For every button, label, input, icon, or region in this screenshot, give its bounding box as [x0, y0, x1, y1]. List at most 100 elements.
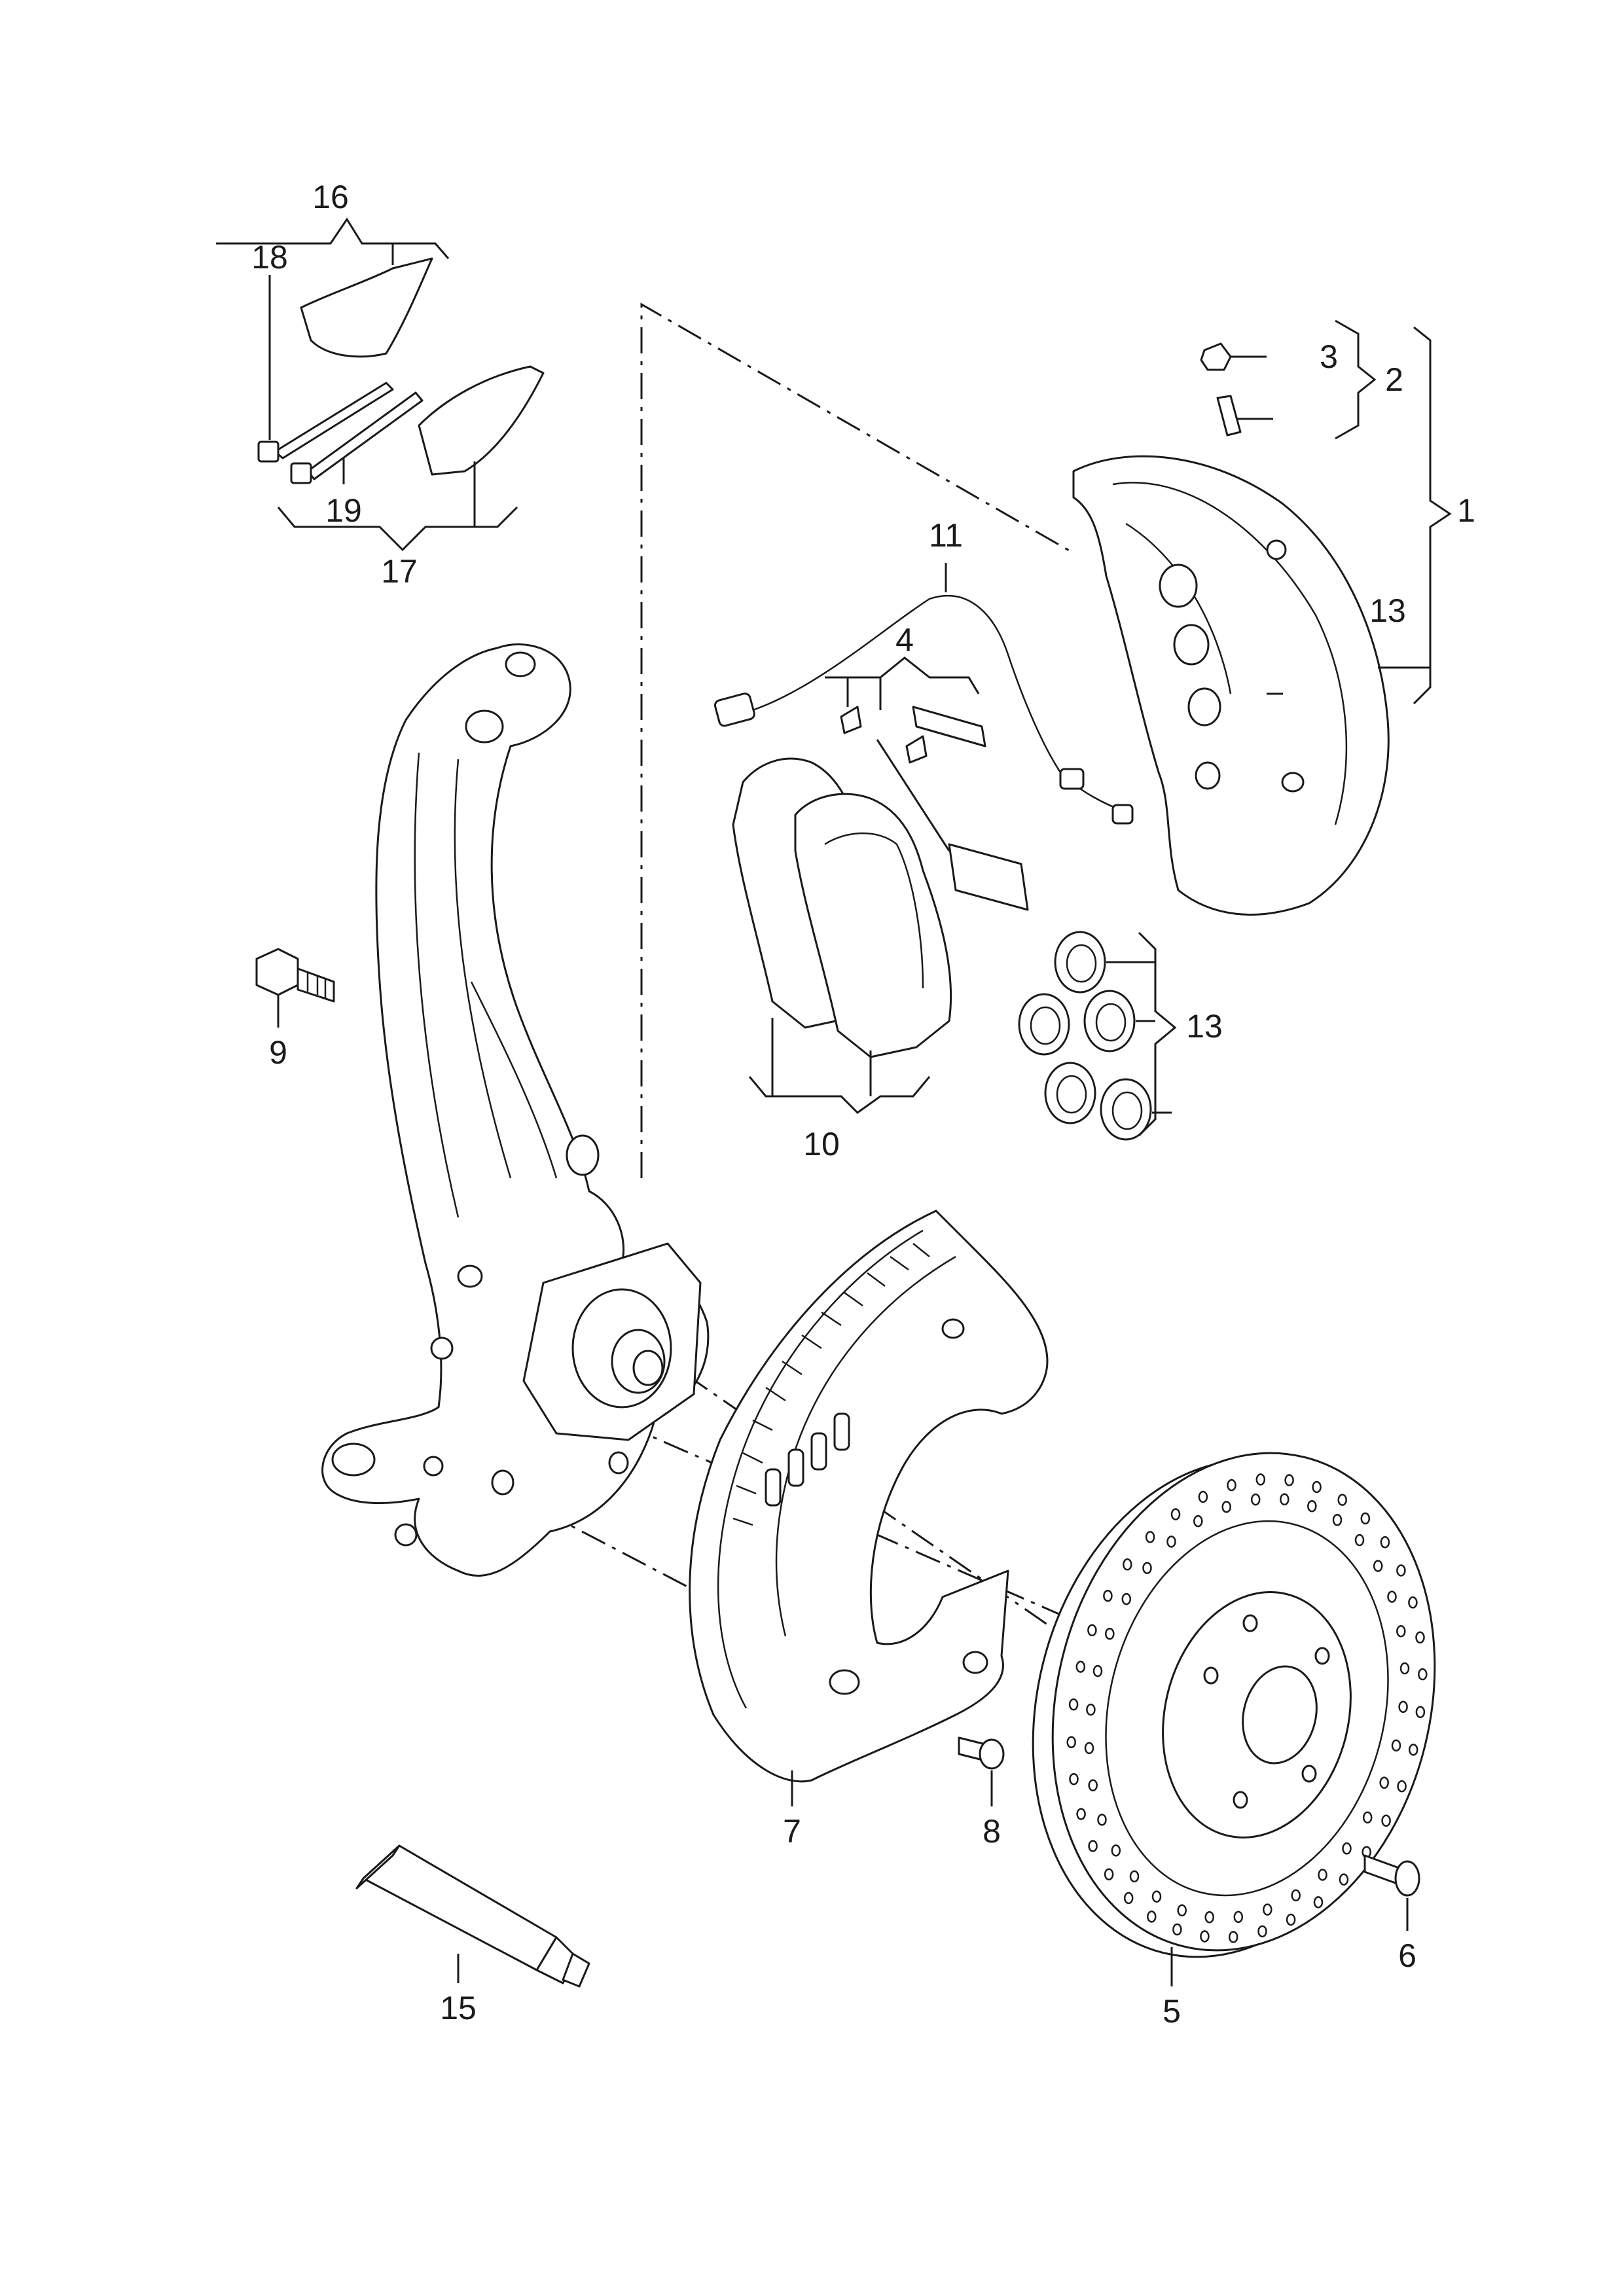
disc-drill-hole: [1145, 1531, 1155, 1543]
disc-cross-drill-holes: [1066, 1473, 1428, 1943]
disc-drill-hole: [1408, 1596, 1418, 1609]
callout-11: 11: [929, 517, 963, 554]
disc-drill-hole: [1068, 1698, 1079, 1711]
callout-4: 4: [895, 622, 914, 658]
disc-drill-hole: [1379, 1776, 1389, 1789]
disc-drill-hole: [1200, 1930, 1210, 1943]
callout-1: 1: [1457, 492, 1475, 529]
callout-labels: 16 18 19 17 3 2 1 13 11 4 13 10 9 7 8 6 …: [251, 179, 1475, 2030]
disc-drill-hole: [1172, 1923, 1182, 1936]
callout-8: 8: [983, 1813, 1001, 1850]
disc-drill-hole: [1354, 1534, 1365, 1547]
disc-drill-hole: [1332, 1514, 1343, 1526]
pad-clips: [840, 706, 1029, 911]
disc-bolt: [1363, 1854, 1420, 1897]
disc-drill-hole: [1396, 1625, 1406, 1638]
brake-disc: [1032, 1452, 1436, 1958]
disc-drill-hole: [1360, 1512, 1371, 1525]
disc-drill-hole: [1088, 1840, 1098, 1852]
disc-drill-hole: [1075, 1660, 1086, 1673]
disc-drill-hole: [1313, 1896, 1324, 1909]
callout-9: 9: [269, 1034, 287, 1071]
disc-drill-hole: [1066, 1736, 1076, 1749]
disc-drill-hole: [1280, 1493, 1290, 1506]
callout-2: 2: [1385, 361, 1403, 398]
disc-drill-hole: [1397, 1780, 1407, 1793]
callout-15: 15: [440, 1990, 477, 2026]
callout-10: 10: [803, 1126, 840, 1162]
callout-13-seals: 13: [1186, 1008, 1223, 1045]
disc-drill-hole: [1373, 1560, 1383, 1572]
disc-drill-hole: [1097, 1814, 1107, 1826]
disc-drill-hole: [1193, 1515, 1203, 1528]
disc-drill-hole: [1086, 1703, 1096, 1716]
disc-drill-hole: [1391, 1739, 1401, 1752]
disc-drill-hole: [1399, 1662, 1410, 1675]
callout-3: 3: [1320, 338, 1338, 375]
disc-drill-hole: [1339, 1873, 1349, 1886]
disc-drill-hole: [1204, 1910, 1214, 1924]
disc-drill-hole: [1105, 1627, 1115, 1640]
callout-13-caliper: 13: [1369, 592, 1406, 629]
disc-drill-hole: [1381, 1814, 1391, 1827]
disc-drill-hole: [1337, 1494, 1347, 1506]
callout-6: 6: [1398, 1937, 1416, 1974]
callout-16: 16: [312, 179, 349, 215]
disc-drill-hole: [1396, 1564, 1406, 1577]
shield-bolt: [958, 1736, 1005, 1770]
disc-drill-hole: [1142, 1562, 1152, 1574]
bleed-valve: [1216, 395, 1242, 437]
disc-drill-hole: [1257, 1925, 1267, 1938]
disc-drill-hole: [1170, 1508, 1181, 1520]
callout-leaders: [216, 217, 1452, 1986]
disc-drill-hole: [1233, 1910, 1244, 1924]
bleed-valve-cap: [1200, 342, 1232, 371]
disc-drill-hole: [1121, 1592, 1132, 1605]
disc-drill-hole: [1307, 1499, 1317, 1513]
disc-drill-hole: [1250, 1493, 1261, 1506]
disc-drill-hole: [1103, 1589, 1113, 1602]
disc-drill-hole: [1092, 1664, 1103, 1677]
shield-cooling-slots: [732, 1243, 930, 1526]
disc-drill-hole: [1227, 1479, 1236, 1492]
brake-cooling-duct: [300, 257, 545, 476]
disc-drill-hole: [1415, 1706, 1426, 1719]
disc-drill-hole: [1087, 1624, 1097, 1637]
disc-drill-hole: [1380, 1536, 1390, 1549]
disc-drill-hole: [1198, 1490, 1208, 1503]
disc-drill-hole: [1291, 1889, 1301, 1902]
knuckle-bolt: [255, 948, 335, 1003]
callout-5: 5: [1163, 1993, 1181, 2030]
disc-drill-hole: [1111, 1844, 1121, 1857]
wear-sensor: [713, 595, 1134, 825]
disc-drill-hole: [1398, 1700, 1408, 1713]
grease-tube: [355, 1844, 590, 1988]
disc-drill-hole: [1084, 1742, 1094, 1755]
disc-drill-hole: [1228, 1931, 1238, 1943]
disc-drill-hole: [1166, 1535, 1176, 1548]
cable-ties: [257, 382, 424, 484]
disc-drill-hole: [1284, 1474, 1294, 1486]
disc-drill-hole: [1123, 1558, 1132, 1571]
brake-caliper: [1072, 455, 1390, 916]
disc-drill-hole: [1318, 1869, 1327, 1881]
disc-drill-hole: [1362, 1811, 1373, 1824]
disc-drill-hole: [1342, 1842, 1352, 1855]
disc-drill-hole: [1415, 1631, 1425, 1644]
disc-drill-hole: [1312, 1480, 1322, 1494]
disc-drill-hole: [1255, 1473, 1266, 1486]
disc-drill-hole: [1408, 1744, 1418, 1756]
callout-18: 18: [251, 239, 288, 276]
brake-pads: [732, 757, 952, 1058]
disc-drill-hole: [1104, 1868, 1114, 1880]
disc-drill-hole: [1177, 1904, 1187, 1917]
disc-drill-hole: [1151, 1890, 1162, 1903]
piston-seals: [1018, 931, 1152, 1141]
disc-drill-hole: [1263, 1903, 1272, 1916]
disc-drill-hole: [1069, 1772, 1079, 1785]
disc-drill-hole: [1076, 1808, 1086, 1820]
disc-drill-hole: [1418, 1668, 1428, 1681]
disc-drill-hole: [1088, 1779, 1098, 1791]
disc-drill-hole: [1147, 1910, 1157, 1923]
